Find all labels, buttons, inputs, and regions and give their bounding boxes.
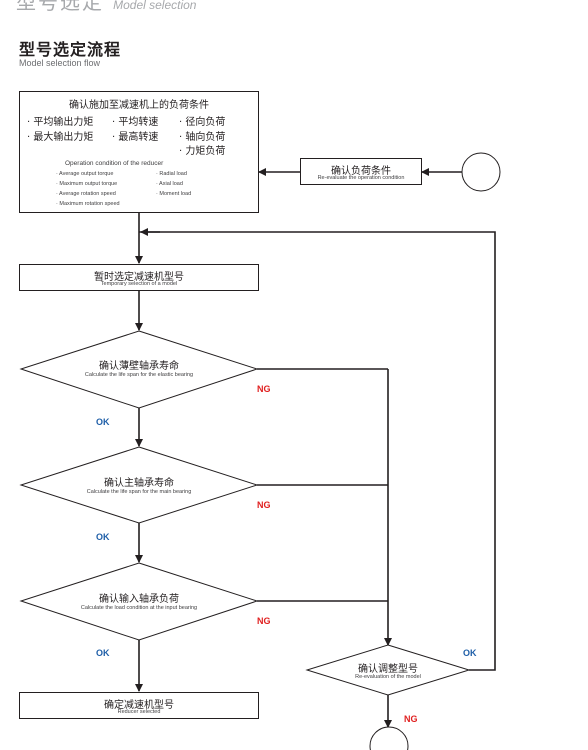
ng-label: NG (257, 384, 271, 394)
ok-label: OK (96, 532, 110, 542)
ok-label: OK (463, 648, 477, 658)
reducer-selected-box: 确定减速机型号 Reducer selected (19, 692, 259, 719)
reconfirm-load-box: 确认负荷条件 Re-evaluate the operation conditi… (300, 158, 422, 185)
decision3-zh: 确认输入轴承负荷 (99, 594, 179, 605)
reeval-en: Re-evaluation of the model (355, 674, 421, 680)
load-item-en: · Radial load (156, 171, 187, 177)
section-title: 型号选定流程 (19, 40, 122, 59)
reconfirm-box-en: Re-evaluate the operation condition (317, 175, 405, 181)
reconfirm-box-zh: 确认负荷条件 (331, 166, 391, 177)
load-item-zh: · 平均转速 (112, 117, 159, 128)
ng-label: NG (257, 500, 271, 510)
load-item-en: · Average output torque (56, 171, 114, 177)
load-item-en: · Maximum output torque (56, 181, 118, 187)
reeval-diamond (305, 644, 471, 696)
decision1-en: Calculate the life span for the elastic … (84, 372, 194, 378)
load-item-zh: · 平均输出力矩 (27, 117, 94, 128)
decision2-diamond (19, 446, 259, 524)
final-box-zh: 确定减速机型号 (104, 700, 174, 711)
load-item-en: · Maximum rotation speed (56, 201, 120, 207)
load-item-en: · Average rotation speed (56, 191, 116, 197)
temporary-selection-box: 暂时选定减速机型号 Temporary selection of a model (19, 264, 259, 291)
load-item-en: · Axial load (156, 181, 183, 187)
decision3-diamond (19, 562, 259, 641)
load-item-zh: · 最大输出力矩 (27, 132, 94, 143)
temp-box-en: Temporary selection of a model (100, 281, 178, 287)
decision1-diamond (19, 330, 259, 409)
connector-loop-back (139, 231, 496, 671)
load-item-zh: · 轴向负荷 (179, 132, 226, 143)
ok-label: OK (96, 417, 110, 427)
decision3-en: Calculate the load condition at the inpu… (80, 605, 198, 611)
start-circle (461, 152, 501, 192)
final-box-en: Reducer selected (117, 709, 161, 715)
decision2-en: Calculate the life span for the main bea… (86, 489, 192, 495)
ng-label: NG (404, 714, 418, 724)
page-header-subtitle: Model selection (113, 0, 197, 12)
load-item-zh: · 力矩负荷 (179, 146, 226, 157)
page-header-title: 型号选定 (16, 0, 104, 14)
decision2-zh: 确认主轴承寿命 (104, 478, 174, 489)
load-item-zh: · 最高转速 (112, 132, 159, 143)
reeval-zh: 确认调整型号 (358, 664, 418, 675)
load-condition-box: 确认施加至减速机上的负荷条件 · 平均输出力矩 · 平均转速 · 径向负荷 · … (19, 91, 259, 213)
temp-box-zh: 暂时选定减速机型号 (94, 272, 184, 283)
page-header: 型号选定 Model selection (16, 0, 196, 15)
section-subtitle: Model selection flow (19, 58, 101, 68)
decision1-zh: 确认薄壁轴承寿命 (99, 361, 179, 372)
load-box-title: 确认施加至减速机上的负荷条件 (69, 100, 209, 111)
ng-label: NG (257, 616, 271, 626)
load-item-en: · Moment load (156, 191, 192, 197)
end-circle (369, 726, 409, 750)
ok-label: OK (96, 648, 110, 658)
load-item-zh: · 径向负荷 (179, 117, 226, 128)
load-box-subtitle-en: Operation condition of the reducer (65, 160, 164, 167)
